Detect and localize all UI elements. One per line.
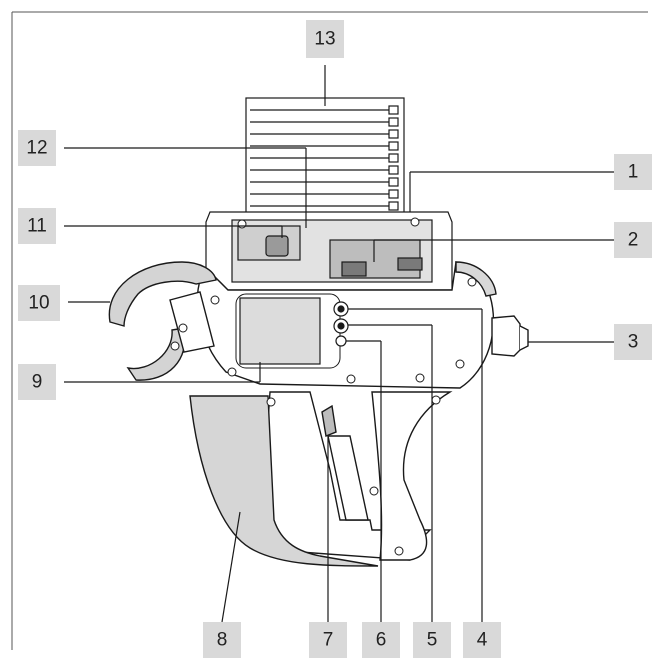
- grip-cover: [189, 395, 379, 567]
- callout-12: 12: [18, 130, 56, 166]
- tensioning-knob: [491, 315, 521, 357]
- handle: [189, 391, 453, 567]
- callout-6: 6: [362, 622, 400, 658]
- callout-4: 4: [463, 622, 501, 658]
- svg-text:8: 8: [217, 630, 228, 651]
- svg-text:2: 2: [628, 230, 639, 251]
- tie-magazine: [245, 97, 405, 217]
- svg-text:9: 9: [32, 372, 43, 393]
- gripper-jaws: [108, 261, 217, 381]
- callout-9: 9: [18, 364, 56, 400]
- svg-text:13: 13: [314, 29, 335, 50]
- svg-text:7: 7: [323, 630, 334, 651]
- svg-text:6: 6: [376, 630, 387, 651]
- callout-5: 5: [413, 622, 451, 658]
- cable-tie-strips: [250, 105, 399, 211]
- callout-2: 2: [614, 222, 652, 258]
- callout-7: 7: [309, 622, 347, 658]
- svg-text:5: 5: [427, 630, 438, 651]
- trigger: [321, 404, 337, 437]
- control-buttons: [333, 301, 349, 347]
- leader-lines: [64, 65, 614, 623]
- display-window: [239, 297, 321, 365]
- svg-text:10: 10: [28, 293, 49, 314]
- callout-11: 11: [18, 208, 56, 244]
- callout-10: 10: [18, 285, 60, 321]
- callout-1: 1: [614, 154, 652, 190]
- button-bottom: [335, 335, 347, 347]
- svg-text:12: 12: [26, 138, 47, 159]
- release-button: [265, 235, 289, 257]
- svg-text:1: 1: [628, 162, 639, 183]
- callout-boxes: 13 12 1 11 2 10 3 9 8 7 6 5 4: [18, 20, 652, 658]
- callout-3: 3: [614, 324, 652, 360]
- svg-text:3: 3: [628, 332, 639, 353]
- callout-13: 13: [306, 20, 344, 58]
- magazine-holder: [205, 211, 453, 291]
- svg-text:4: 4: [477, 630, 488, 651]
- callout-8: 8: [203, 622, 241, 658]
- svg-text:11: 11: [27, 216, 47, 237]
